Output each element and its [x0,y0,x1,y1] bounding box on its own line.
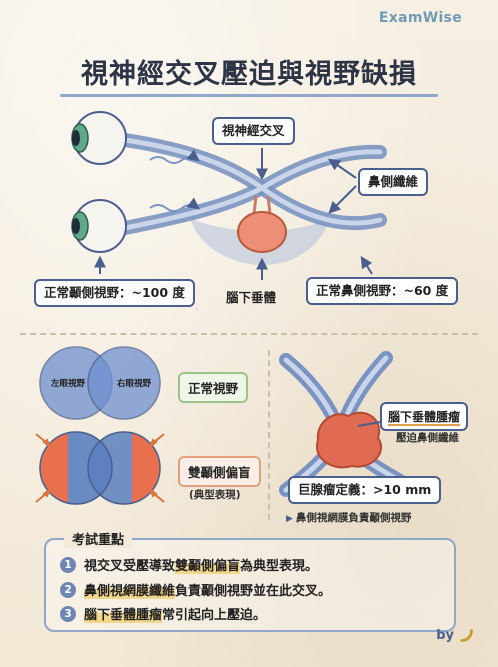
pituitary-stalk [252,195,272,215]
bitemporal-hemianopia-field [39,431,161,505]
tumor-pointer [357,421,381,427]
right-eye-field-label: 右眼視野 [116,378,152,389]
chiasm-label: 視神經交叉 [212,117,295,145]
typical-note: (典型表現) [189,489,241,501]
optic-chiasm-diagram [71,111,387,280]
exam-point-1: 1 視交叉受壓導致雙顳側偏盲為典型表現。 [60,555,318,574]
page-title: 視神經交叉壓迫與視野缺損 [81,59,417,90]
light-wave-lower [149,197,200,212]
number-badge: 1 [60,556,76,573]
title-underline [60,94,438,97]
macroadenoma-definition: 巨腺瘤定義：>10 mm [288,476,442,504]
nasal-field-label: 正常鼻側視野：~60 度 [306,277,459,305]
temporal-field-label: 正常顳側視野：~100 度 [34,279,195,307]
nasal-fiber-label: 鼻側纖維 [358,168,429,196]
normal-field-tag: 正常視野 [178,372,249,403]
number-badge: 2 [60,581,76,598]
left-eye-field-label: 左眼視野 [50,378,86,389]
banana-icon [460,629,473,642]
column-divider [268,350,270,520]
pituitary-gland [237,211,287,253]
normal-visual-field: 左眼視野 右眼視野 [39,346,161,420]
pituitary-tumor-diagram [279,351,423,497]
byline: by [436,627,474,643]
exam-points-title: 考試重點 [64,529,133,548]
eye-upper-icon [71,111,127,165]
section-divider [20,333,478,335]
nasal-field-pointer [360,255,373,275]
exam-point-3: 3 腦下垂體腫瘤常引起向上壓迫。 [60,604,266,623]
defect-arrows [35,433,165,503]
tumor-mass [315,411,382,469]
brand-logo: ExamWise [378,10,462,26]
light-wave-upper [149,149,200,164]
nasal-retina-footnote: ▶鼻側視網膜負責顳側視野 [286,512,412,524]
exam-point-2: 2 鼻側視網膜纖維負責顳側視野並在此交叉。 [60,580,331,599]
number-badge: 3 [60,605,76,622]
nasal-fiber-pointer-upper [328,158,357,179]
nasal-fiber-pointer-lower [328,185,357,214]
eye-lower-icon [71,199,127,253]
pituitary-label: 腦下垂體 [226,290,277,305]
tumor-sub-label: 壓迫鼻側纖維 [396,432,459,444]
tumor-label: 腦下垂體腫瘤 [380,402,469,431]
visual-field-diagrams: 左眼視野 右眼視野 [35,346,165,505]
hemianopia-tag: 雙顳側偏盲 [178,456,261,487]
